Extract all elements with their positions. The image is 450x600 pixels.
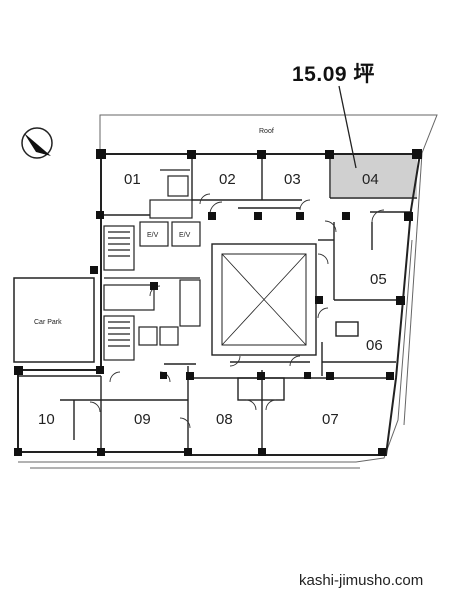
door-arcs	[89, 193, 385, 429]
unit-label-07: 07	[322, 411, 339, 428]
ev-label-1: E/V	[147, 232, 159, 239]
structural-columns	[14, 149, 422, 456]
unit-area-label: 15.09 坪	[292, 63, 375, 86]
unit-label-10: 10	[38, 411, 55, 428]
car-park-outline	[13, 277, 95, 363]
unit-label-06: 06	[366, 337, 383, 354]
right-column-walls	[318, 222, 404, 376]
unit-label-09: 09	[134, 411, 151, 428]
roof-outline	[18, 114, 438, 469]
ev-label-2: E/V	[179, 232, 191, 239]
unit-label-08: 08	[216, 411, 233, 428]
unit-label-04: 04	[362, 171, 379, 188]
roof-label: Roof	[259, 128, 274, 135]
bottom-row-walls	[18, 361, 388, 452]
unit-label-03: 03	[284, 171, 301, 188]
compass-icon	[21, 127, 53, 159]
site-watermark: kashi-jimusho.com	[299, 572, 424, 589]
unit-label-01: 01	[124, 171, 141, 188]
area-leader-line	[338, 85, 357, 169]
left-service-core	[103, 169, 201, 361]
unit-label-05: 05	[370, 271, 387, 288]
unit-04-highlight	[331, 155, 417, 197]
car-park-label: Car Park	[34, 319, 62, 326]
building-walls	[17, 153, 422, 456]
unit-label-02: 02	[219, 171, 236, 188]
central-core	[211, 243, 317, 356]
